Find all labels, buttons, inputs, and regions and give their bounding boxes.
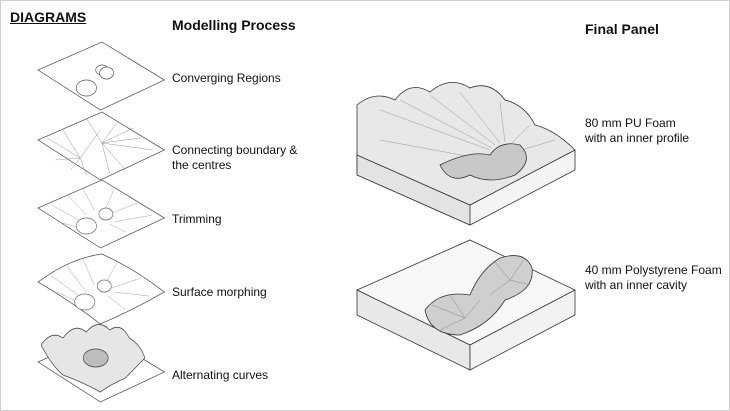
- panel-pu-foam: [356, 82, 576, 226]
- step-label-trimming: Trimming: [172, 212, 222, 226]
- final-panel-title: Final Panel: [585, 21, 659, 37]
- panel1-label-line1: 80 mm PU Foam: [585, 116, 676, 130]
- step-label-connecting-line1: Connecting boundary &: [172, 143, 298, 157]
- plate-trimming: [37, 179, 166, 249]
- panel-polystyrene-foam: [356, 239, 576, 371]
- panel2-label-line1: 40 mm Polystyrene Foam: [585, 263, 722, 277]
- step-label-alternating-curves: Alternating curves: [172, 368, 269, 382]
- modelling-process-title: Modelling Process: [172, 17, 296, 33]
- step-label-surface-morphing: Surface morphing: [172, 285, 267, 299]
- step-label-converging-regions: Converging Regions: [172, 71, 281, 85]
- diagrams-heading: DIAGRAMS: [10, 9, 87, 25]
- plate-connecting-boundary: [37, 111, 166, 181]
- plate-converging-regions: [37, 41, 166, 111]
- step-label-connecting-line2: the centres: [172, 158, 232, 172]
- panel1-label-line2: with an inner profile: [585, 131, 690, 145]
- plate-surface-morphing: [37, 253, 166, 325]
- panel2-label-line2: with an inner cavity: [585, 278, 688, 292]
- plate-alternating-curves: [37, 324, 166, 403]
